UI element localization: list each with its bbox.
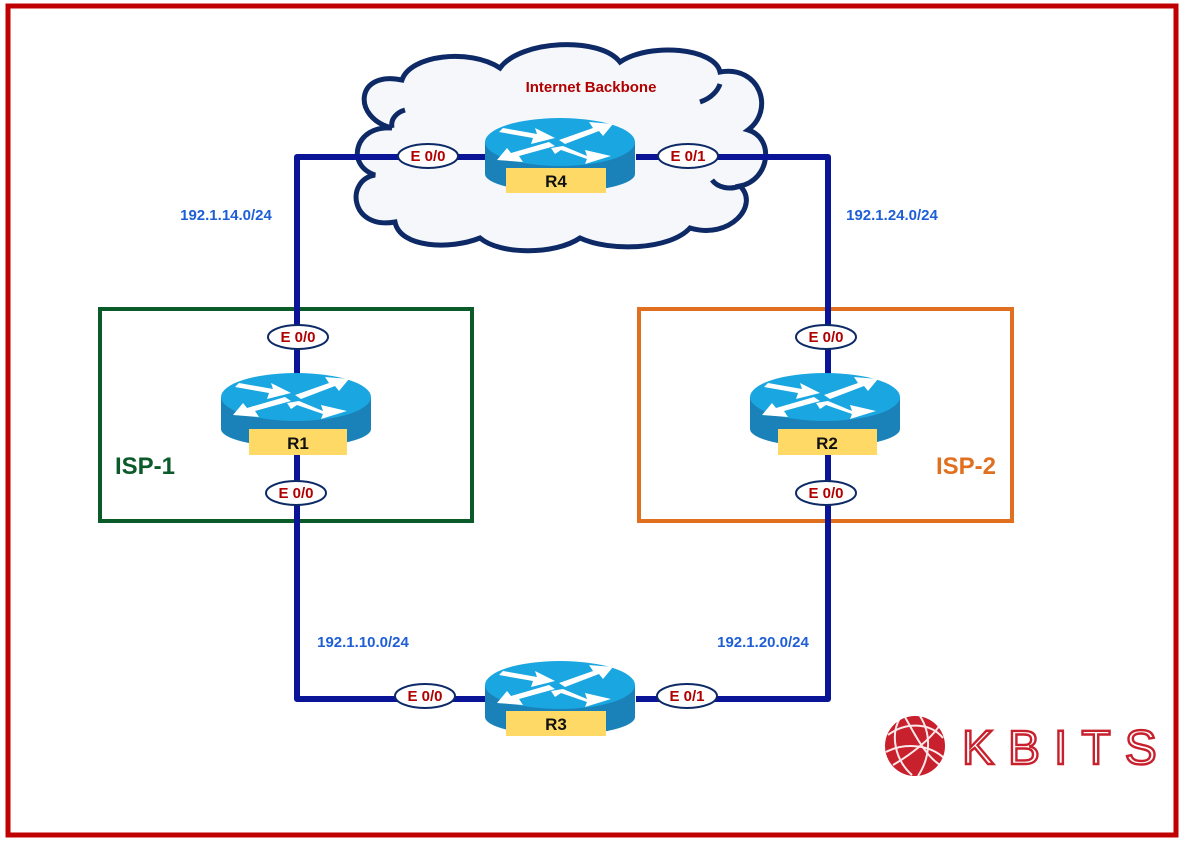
logo-text: KBITS [962, 722, 1171, 775]
svg-text:E 0/0: E 0/0 [410, 148, 445, 165]
interface-badge-r2-top: E 0/0 [795, 324, 857, 350]
interface-badge-r4-left: E 0/0 [397, 143, 459, 169]
svg-text:E 0/0: E 0/0 [278, 485, 313, 502]
svg-text:E 0/0: E 0/0 [407, 688, 442, 705]
link-r1-r3 [294, 492, 485, 702]
router-label-r2: R2 [816, 434, 838, 453]
interface-badge-r4-right: E 0/1 [657, 143, 719, 169]
router-label-r4: R4 [545, 172, 567, 191]
cloud-title: Internet Backbone [526, 79, 657, 96]
interface-badge-r3-left: E 0/0 [394, 683, 456, 709]
kbits-logo: KBITS [885, 715, 1171, 777]
router-r1[interactable]: R1 [221, 373, 371, 455]
interface-badge-r1-bottom: E 0/0 [265, 480, 327, 506]
svg-text:E 0/1: E 0/1 [669, 688, 704, 705]
isp1-label: ISP-1 [115, 453, 175, 480]
network-label-r1-r4: 192.1.14.0/24 [180, 207, 272, 224]
interface-badge-r1-top: E 0/0 [267, 324, 329, 350]
outer-frame [5, 3, 1179, 838]
router-r3[interactable]: R3 [485, 661, 635, 736]
isp2-label: ISP-2 [936, 453, 996, 480]
router-r2[interactable]: R2 [750, 373, 900, 455]
svg-text:E 0/0: E 0/0 [280, 329, 315, 346]
svg-text:E 0/1: E 0/1 [670, 148, 705, 165]
isp1-group-box [98, 307, 474, 523]
network-label-r2-r3: 192.1.20.0/24 [717, 634, 809, 651]
globe-icon [885, 715, 945, 777]
interface-badge-r2-bottom: E 0/0 [795, 480, 857, 506]
svg-text:E 0/0: E 0/0 [808, 485, 843, 502]
svg-text:E 0/0: E 0/0 [808, 329, 843, 346]
interface-badge-r3-right: E 0/1 [656, 683, 718, 709]
router-r4[interactable]: R4 [485, 118, 635, 193]
network-label-r2-r4: 192.1.24.0/24 [846, 207, 938, 224]
network-label-r1-r3: 192.1.10.0/24 [317, 634, 409, 651]
router-label-r1: R1 [287, 434, 309, 453]
router-label-r3: R3 [545, 715, 567, 734]
link-r2-r3 [636, 492, 831, 702]
